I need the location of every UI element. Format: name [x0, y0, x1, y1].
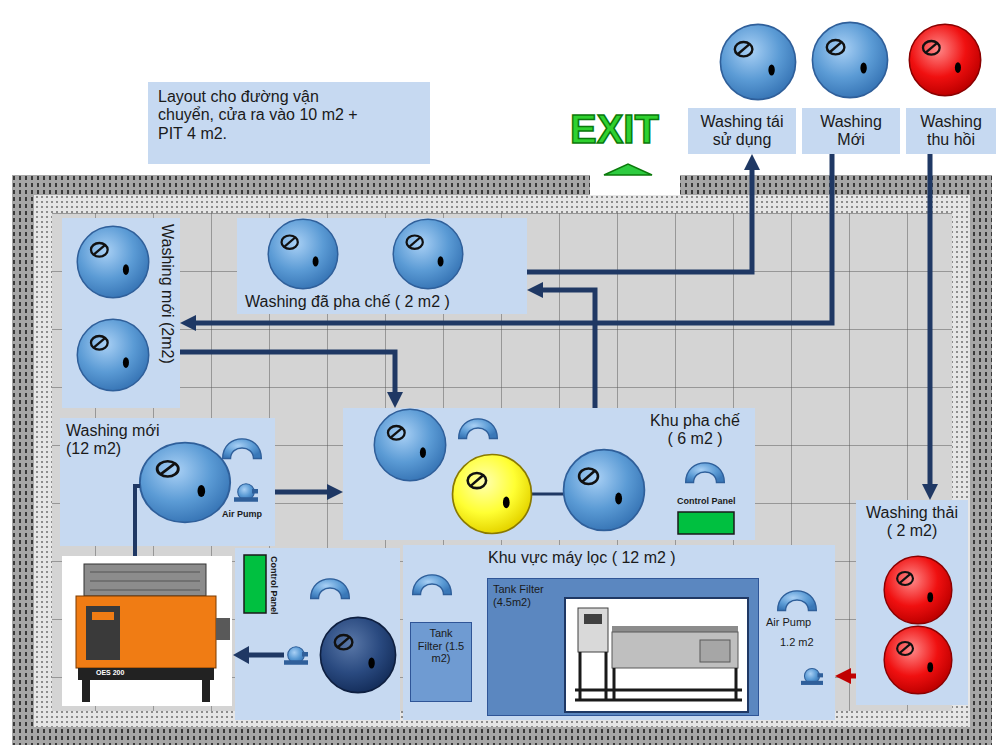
top-drums: [720, 22, 980, 99]
flow-arrow: [847, 674, 856, 679]
area-size: 1.2 m2: [780, 636, 814, 649]
oil-separator-machine: [202, 680, 210, 702]
pipe-line: [531, 493, 564, 496]
outer-wall: [12, 175, 590, 195]
outer-wall: [12, 727, 992, 745]
pipe-line: [135, 486, 140, 558]
control-panel-symbol: [678, 512, 734, 534]
area-label: Washing đã pha chế ( 2 m2 ): [245, 293, 450, 311]
blue-drum: [812, 22, 887, 97]
filter-machine-photo: [700, 640, 730, 662]
pump-symbol: [778, 591, 817, 611]
waste-washing-drums: [884, 556, 952, 694]
area-label: Tank Filter (4.5m2): [493, 583, 563, 608]
oil-separator-machine: [86, 606, 120, 660]
oil-separator-machine: [62, 556, 232, 706]
blue-drum: [564, 450, 645, 531]
note-box: Layout cho đường vận chuyển, cửa ra vào …: [148, 82, 430, 164]
outer-wall: [12, 175, 34, 745]
blue-drum: [140, 443, 230, 523]
separator-area: [320, 617, 395, 692]
separator-area: [246, 653, 284, 658]
mixing-area-equipment: [374, 409, 734, 534]
oil-separator-machine: [84, 564, 206, 596]
tank-label-box: Washing thu hồi: [906, 108, 996, 154]
oil-separator-machine: [82, 680, 90, 702]
pump-symbol: [686, 463, 725, 483]
oil-separator-machine: [216, 618, 230, 640]
area-label: Washing Mới: [811, 113, 891, 150]
pump-symbol: [413, 575, 452, 595]
yellow-drum: [453, 455, 532, 534]
separator-area: [233, 548, 400, 720]
blue-drum: [374, 409, 445, 480]
separator-area: [244, 555, 266, 613]
pump-symbol: [223, 439, 262, 459]
separator-area: [284, 647, 308, 665]
new-washing-drums: [77, 226, 148, 390]
flow-arrow: [928, 154, 933, 488]
separator-area: [311, 579, 350, 599]
separator-area: [235, 548, 400, 720]
filter-machine-photo: [612, 632, 738, 668]
tank-filter-box: Tank Filter (1.5 m2): [410, 622, 472, 702]
oil-separator-machine: [90, 572, 200, 590]
area-label: Layout cho đường vận chuyển, cửa ra vào …: [158, 88, 368, 143]
oil-separator-machine: [62, 556, 232, 706]
filter-machine-photo: [584, 614, 602, 624]
exit-arrow: [604, 164, 652, 175]
part-label: Air Pump: [766, 616, 811, 629]
red-drum: [909, 24, 980, 95]
machine-model: OES 200: [96, 669, 124, 677]
outer-wall: [970, 175, 992, 745]
tank-label-box: Washing tái sử dụng: [688, 108, 796, 154]
area-label: Washing tái sử dụng: [692, 113, 792, 150]
part-label: Control Panel: [677, 496, 736, 506]
outer-wall: [680, 175, 992, 195]
flow-arrow: [539, 290, 595, 408]
pump-symbol: [459, 419, 498, 439]
blue-drum: [77, 319, 148, 390]
red-drum: [884, 626, 952, 694]
filter-machine-photo: [565, 598, 748, 712]
area-label: Khu pha chế ( 6 m2 ): [647, 412, 743, 449]
flow-arrow: [192, 154, 832, 323]
area-label: Tank Filter (1.5 m2): [416, 627, 466, 665]
air-pump-symbol: [234, 484, 258, 502]
red-drum: [884, 556, 952, 624]
part-label: Air Pump: [222, 509, 262, 519]
air-pump-symbol: [801, 668, 823, 685]
blue-drum: [77, 226, 148, 297]
filter-machine-photo: [565, 598, 748, 712]
separator-area: [233, 646, 249, 664]
filter-area-equipment: [413, 575, 823, 685]
area-label: Khu vực máy lọc ( 12 m2 ): [488, 549, 676, 567]
area-label: Washing mới (2m2): [158, 224, 176, 364]
oil-separator-machine: [92, 612, 114, 620]
oil-separator-machine: [76, 596, 216, 668]
blue-drum: [268, 219, 338, 289]
blue-drum: [393, 219, 463, 289]
inner-wall: [34, 195, 52, 727]
blue-drum: [720, 24, 795, 99]
flow-arrow: [275, 490, 331, 495]
new-washing-tank: [135, 439, 261, 558]
area-label: Washing thu hồi: [911, 113, 991, 150]
oil-separator-machine: [78, 668, 214, 680]
flow-arrow: [180, 352, 395, 396]
mixed-washing-drums: [268, 219, 463, 289]
area-label: Washing thải ( 2 m2): [862, 504, 962, 541]
exit-sign: EXIT: [570, 106, 659, 152]
filter-machine-photo: [575, 652, 742, 700]
tank-label-box: Washing Mới: [802, 108, 900, 154]
outer-wall: [12, 175, 992, 745]
area-label: Washing mới (12 m2): [66, 422, 176, 459]
part-label: Control Panel: [269, 556, 279, 615]
flow-arrow: [527, 166, 752, 272]
filter-machine-photo: [578, 608, 608, 652]
